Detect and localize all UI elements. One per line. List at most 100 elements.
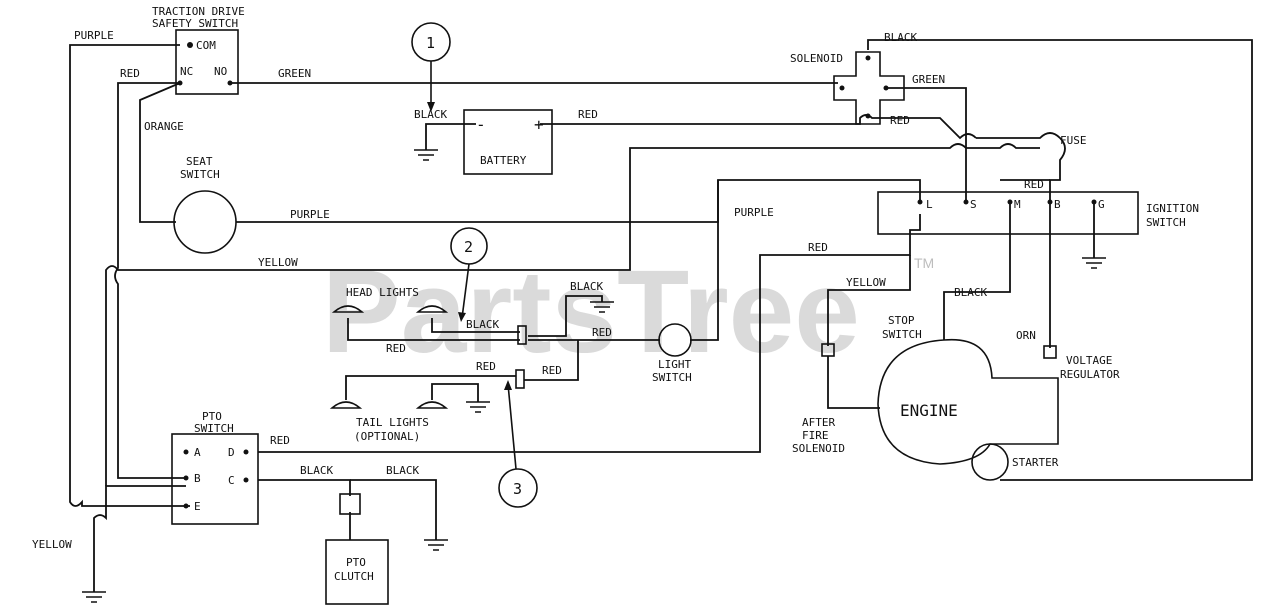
black-wire-headlight <box>431 318 520 333</box>
callout-3: 3 <box>498 380 538 508</box>
svg-text:SWITCH: SWITCH <box>1146 216 1186 229</box>
svg-text:B: B <box>1054 198 1061 211</box>
ground-icon <box>424 539 448 551</box>
red-wire-tail-conn <box>524 340 579 381</box>
svg-text:ORANGE: ORANGE <box>144 120 184 133</box>
svg-text:HEAD LIGHTS: HEAD LIGHTS <box>346 286 419 299</box>
svg-text:G: G <box>1098 198 1105 211</box>
battery: - + BATTERY <box>463 109 553 175</box>
green-wire-solenoid <box>886 87 967 200</box>
callout-2: 2 <box>450 227 488 322</box>
svg-text:SOLENOID: SOLENOID <box>792 442 845 455</box>
callout-1: 1 <box>411 22 451 112</box>
tail-ground-wire <box>431 383 479 402</box>
fuse-wire <box>976 132 1066 202</box>
svg-text:RED: RED <box>1024 178 1044 191</box>
svg-text:VOLTAGE: VOLTAGE <box>1066 354 1112 367</box>
svg-text:1: 1 <box>426 34 435 52</box>
svg-text:SWITCH: SWITCH <box>180 168 220 181</box>
svg-text:PartsTree: PartsTree <box>322 246 860 378</box>
light-switch: LIGHT SWITCH <box>652 323 692 384</box>
svg-text:SEAT: SEAT <box>186 155 213 168</box>
svg-text:RED: RED <box>592 326 612 339</box>
svg-text:A: A <box>194 446 201 459</box>
black-wire-stop <box>943 202 1011 340</box>
purple-wire-light <box>690 180 719 341</box>
svg-text:RED: RED <box>120 67 140 80</box>
svg-text:RED: RED <box>542 364 562 377</box>
black-wire-headlight-ground <box>528 295 603 337</box>
svg-text:BLACK: BLACK <box>570 280 603 293</box>
svg-text:PURPLE: PURPLE <box>734 206 774 219</box>
purple-wire-com <box>69 44 190 507</box>
engine-labels: STOP SWITCH AFTER FIRE SOLENOID VOLTAGE … <box>792 314 1120 455</box>
yellow-wire-ignition <box>827 255 911 346</box>
svg-text:RED: RED <box>808 241 828 254</box>
svg-text:BLACK: BLACK <box>884 31 917 44</box>
svg-text:NC: NC <box>180 65 193 78</box>
svg-text:STOP: STOP <box>888 314 915 327</box>
wiring <box>69 39 1253 592</box>
svg-text:STARTER: STARTER <box>1012 456 1059 469</box>
ground-icon <box>82 591 106 603</box>
seat-switch: SEAT SWITCH <box>173 155 237 254</box>
svg-text:2: 2 <box>464 238 473 256</box>
pto-clutch: PTO CLUTCH <box>325 539 389 605</box>
svg-text:RED: RED <box>270 434 290 447</box>
svg-text:RED: RED <box>476 360 496 373</box>
svg-text:BATTERY: BATTERY <box>480 154 527 167</box>
yellow-wire-pto-b <box>93 485 186 592</box>
svg-text:RED: RED <box>578 108 598 121</box>
svg-text:PURPLE: PURPLE <box>290 208 330 221</box>
svg-text:GREEN: GREEN <box>278 67 311 80</box>
svg-text:SAFETY SWITCH: SAFETY SWITCH <box>152 17 238 30</box>
red-wire-battery <box>540 114 977 140</box>
ignition-switch: L S M B G IGNITION SWITCH <box>877 191 1199 235</box>
svg-text:YELLOW: YELLOW <box>258 256 298 269</box>
svg-text:BLACK: BLACK <box>466 318 499 331</box>
traction-drive-safety-switch: COM NC NO TRACTION DRIVE SAFETY SWITCH <box>152 5 245 95</box>
fuse-label: FUSE <box>1060 134 1087 147</box>
svg-text:M: M <box>1014 198 1021 211</box>
wire-labels: PURPLE RED GREEN ORANGE BLACK RED BLACK … <box>32 29 1044 551</box>
svg-text:BLACK: BLACK <box>954 286 987 299</box>
svg-text:REGULATOR: REGULATOR <box>1060 368 1120 381</box>
svg-text:SOLENOID: SOLENOID <box>790 52 843 65</box>
svg-text:PURPLE: PURPLE <box>74 29 114 42</box>
red-wire-tail <box>345 375 516 400</box>
svg-text:NO: NO <box>214 65 227 78</box>
svg-text:TAIL LIGHTS: TAIL LIGHTS <box>356 416 429 429</box>
svg-text:ORN: ORN <box>1016 329 1036 342</box>
svg-text:-: - <box>476 115 486 134</box>
connectors <box>339 325 1057 515</box>
svg-text:S: S <box>970 198 977 211</box>
black-wire-battery <box>425 123 476 150</box>
svg-text:SWITCH: SWITCH <box>194 422 234 435</box>
black-wire-clutch <box>350 479 437 540</box>
ground-symbols <box>82 149 1106 603</box>
svg-text:YELLOW: YELLOW <box>32 538 72 551</box>
svg-text:BLACK: BLACK <box>300 464 333 477</box>
svg-text:3: 3 <box>513 480 522 498</box>
purple-wire-seat <box>236 179 921 223</box>
svg-text:BLACK: BLACK <box>414 108 447 121</box>
watermark: PartsTree TM <box>322 246 934 378</box>
svg-text:SWITCH: SWITCH <box>882 328 922 341</box>
svg-text:E: E <box>194 500 201 513</box>
tail-lights: TAIL LIGHTS (OPTIONAL) <box>329 401 449 443</box>
ground-icon <box>466 401 490 413</box>
svg-text:RED: RED <box>890 114 910 127</box>
yellow-wire-mid <box>105 143 1040 486</box>
solenoid: SOLENOID <box>790 51 905 125</box>
svg-text:BLACK: BLACK <box>386 464 419 477</box>
svg-text:+: + <box>534 115 544 134</box>
svg-text:GREEN: GREEN <box>912 73 945 86</box>
svg-text:(OPTIONAL): (OPTIONAL) <box>354 430 420 443</box>
red-wire-nc <box>114 82 186 479</box>
ground-icon <box>590 301 614 313</box>
svg-text:COM: COM <box>196 39 216 52</box>
black-wire-pto-c <box>258 479 351 496</box>
svg-text:B: B <box>194 472 201 485</box>
after-fire-wire <box>827 356 880 409</box>
